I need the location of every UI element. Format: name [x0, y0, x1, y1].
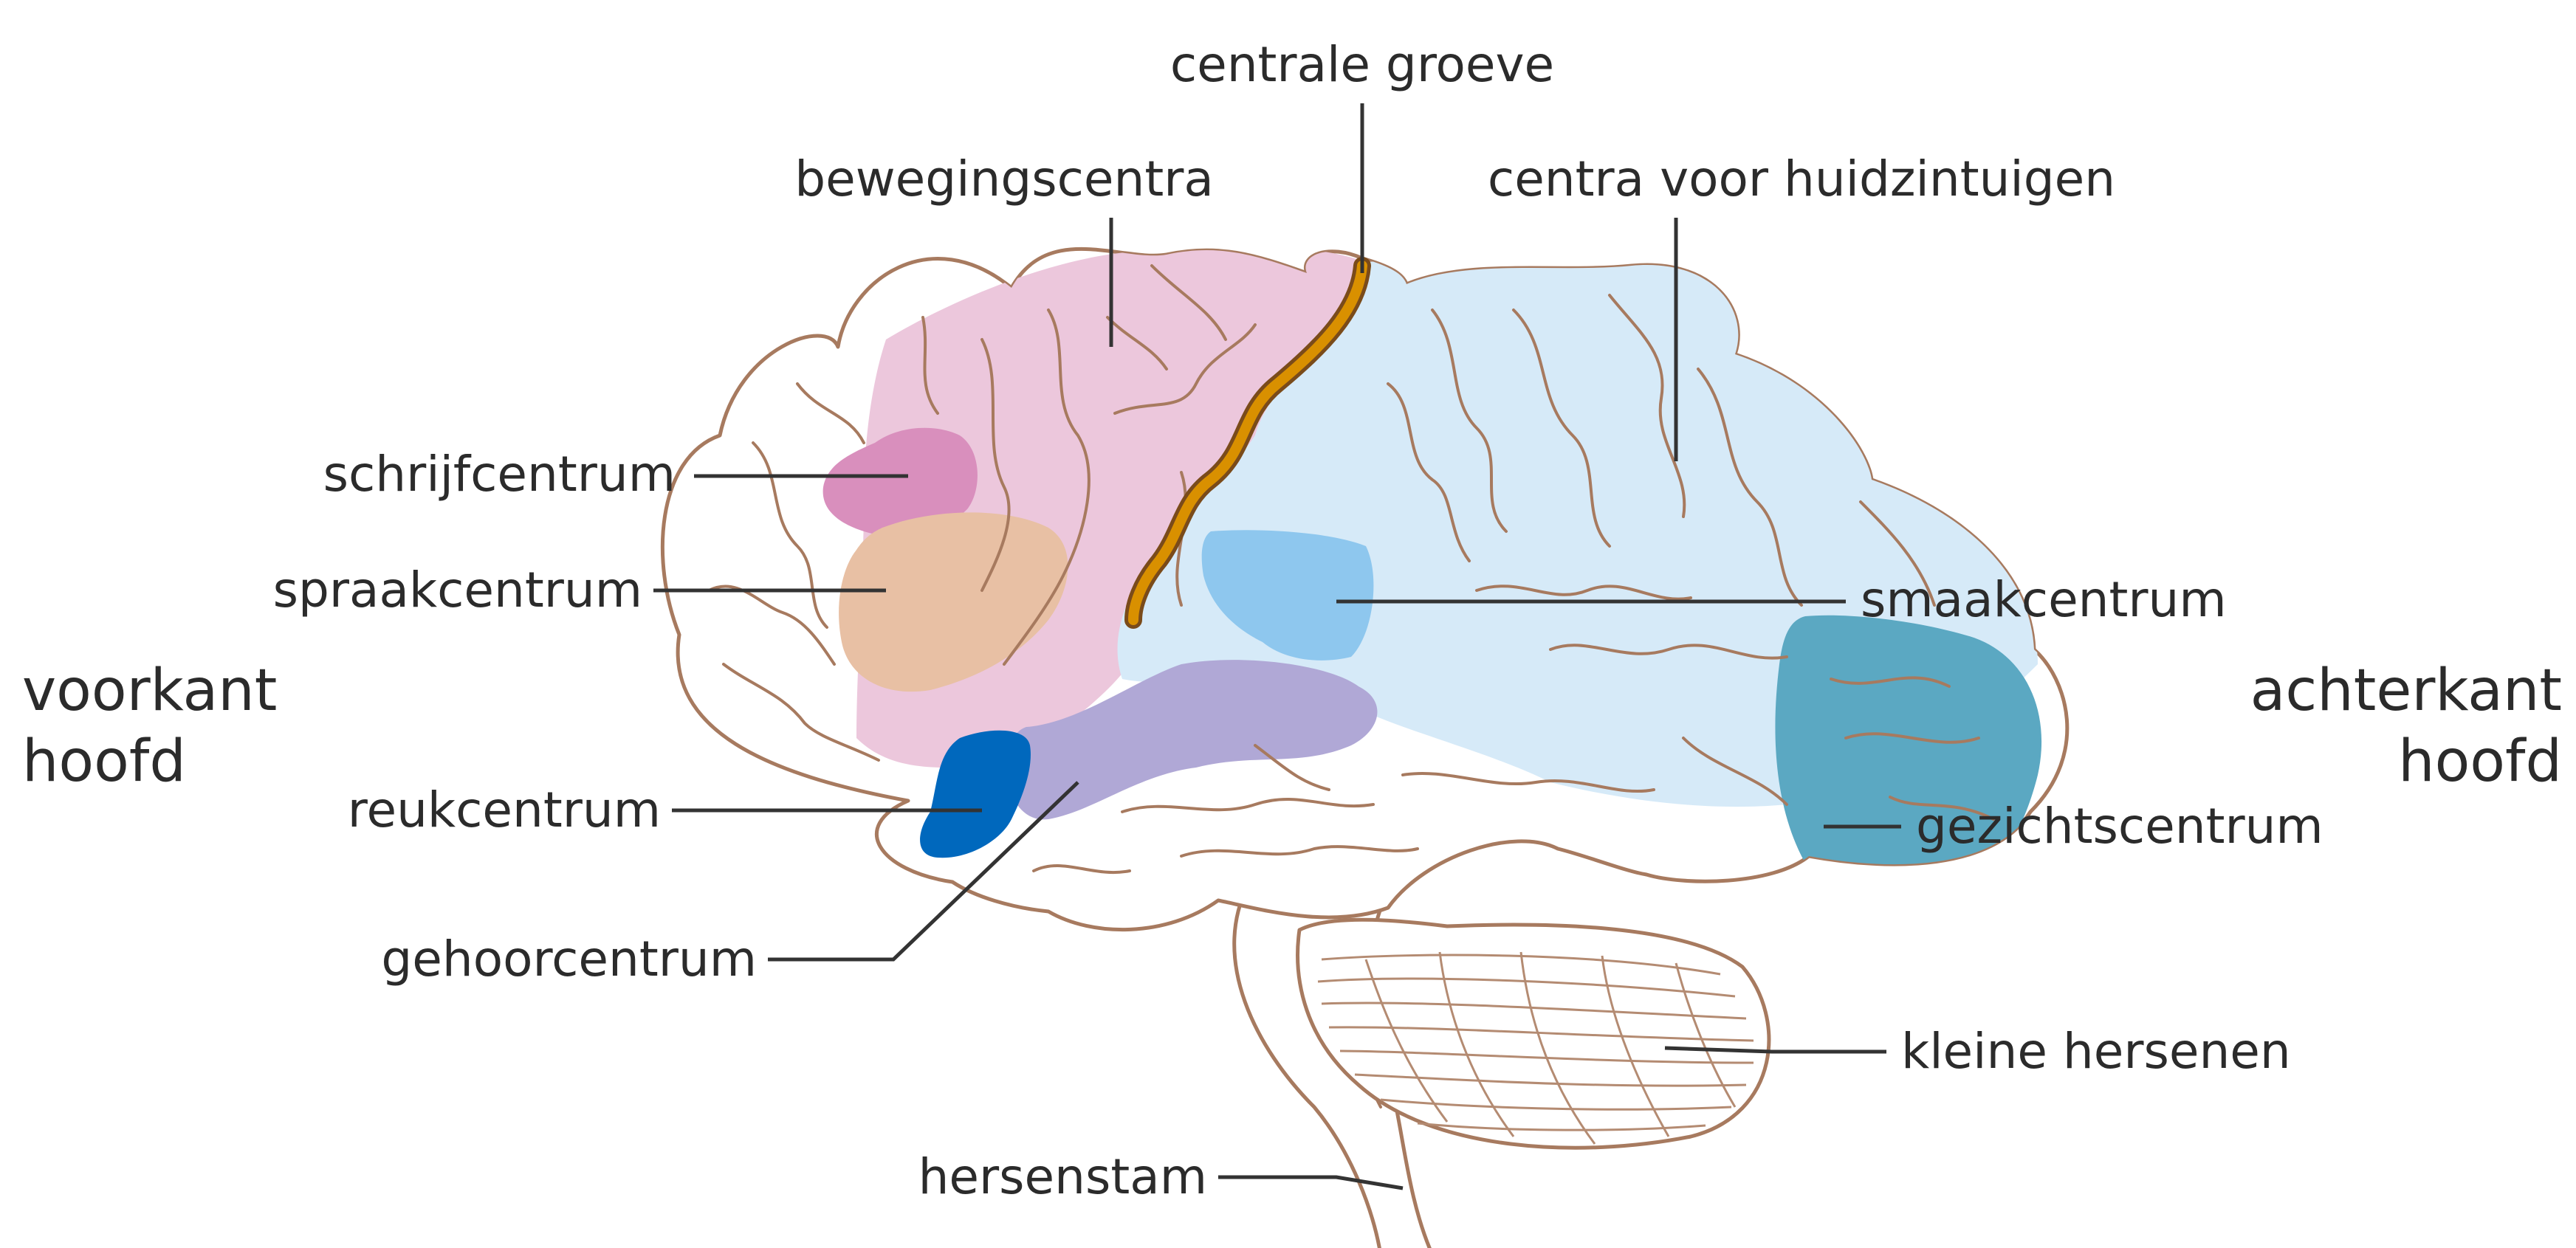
- label-achterkant: achterkant: [2250, 658, 2562, 724]
- label-centrale-groeve: centrale groeve: [1170, 36, 1554, 93]
- label-achterkant-hoofd: hoofd: [2398, 728, 2562, 795]
- label-smaakcentrum: smaakcentrum: [1861, 571, 2227, 628]
- visual-center: [1775, 616, 2041, 912]
- label-voorkant-hoofd: hoofd: [22, 728, 186, 795]
- label-schrijfcentrum: schrijfcentrum: [323, 446, 676, 503]
- label-gehoorcentrum: gehoorcentrum: [381, 931, 757, 987]
- label-hersenstam: hersenstam: [918, 1148, 1207, 1205]
- label-kleine-hersenen: kleine hersenen: [1901, 1023, 2291, 1080]
- label-spraakcentrum: spraakcentrum: [273, 562, 642, 618]
- label-bewegingscentra: bewegingscentra: [794, 151, 1214, 207]
- label-gezichtscentrum: gezichtscentrum: [1916, 798, 2323, 855]
- label-centra-huidzintuigen: centra voor huidzintuigen: [1488, 151, 2115, 207]
- label-voorkant: voorkant: [22, 658, 277, 724]
- label-reukcentrum: reukcentrum: [348, 782, 661, 838]
